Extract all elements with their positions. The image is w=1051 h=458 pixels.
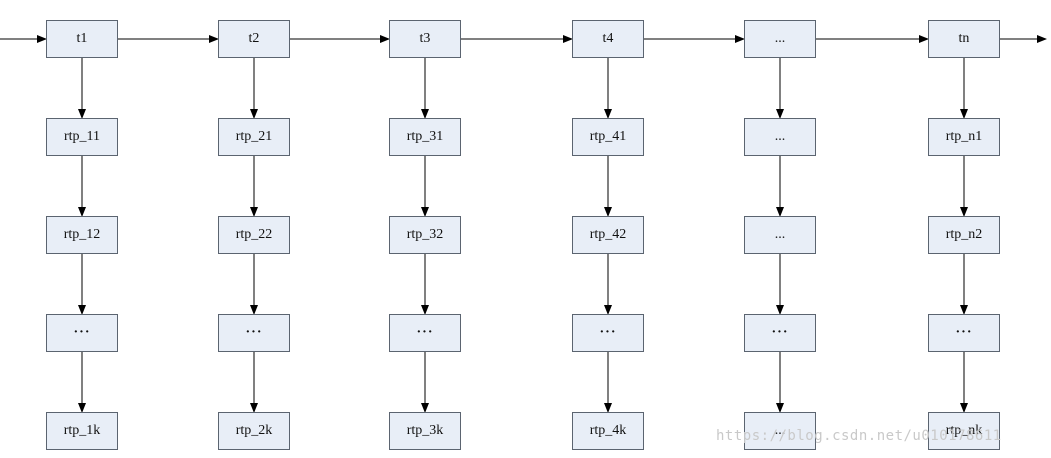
list-node-4-2: rtp_42 <box>572 216 644 254</box>
header-node-4: t4 <box>572 20 644 58</box>
list-node-3-3: ··· <box>389 314 461 352</box>
list-node-6-4: rtp_nk <box>928 412 1000 450</box>
list-node-5-1: ... <box>744 118 816 156</box>
header-node-6: tn <box>928 20 1000 58</box>
header-node-1: t1 <box>46 20 118 58</box>
list-node-1-3: ··· <box>46 314 118 352</box>
list-node-5-4: ... <box>744 412 816 450</box>
list-node-5-2: ... <box>744 216 816 254</box>
list-node-2-2: rtp_22 <box>218 216 290 254</box>
list-node-2-4: rtp_2k <box>218 412 290 450</box>
list-node-2-1: rtp_21 <box>218 118 290 156</box>
list-node-6-2: rtp_n2 <box>928 216 1000 254</box>
list-node-6-1: rtp_n1 <box>928 118 1000 156</box>
list-node-3-2: rtp_32 <box>389 216 461 254</box>
list-node-4-3: ··· <box>572 314 644 352</box>
list-node-1-1: rtp_11 <box>46 118 118 156</box>
list-node-2-3: ··· <box>218 314 290 352</box>
list-node-1-4: rtp_1k <box>46 412 118 450</box>
list-node-4-1: rtp_41 <box>572 118 644 156</box>
list-node-4-4: rtp_4k <box>572 412 644 450</box>
list-node-5-3: ··· <box>744 314 816 352</box>
list-node-1-2: rtp_12 <box>46 216 118 254</box>
header-node-2: t2 <box>218 20 290 58</box>
list-node-6-3: ··· <box>928 314 1000 352</box>
header-node-5: ... <box>744 20 816 58</box>
list-node-3-4: rtp_3k <box>389 412 461 450</box>
header-node-3: t3 <box>389 20 461 58</box>
list-node-3-1: rtp_31 <box>389 118 461 156</box>
